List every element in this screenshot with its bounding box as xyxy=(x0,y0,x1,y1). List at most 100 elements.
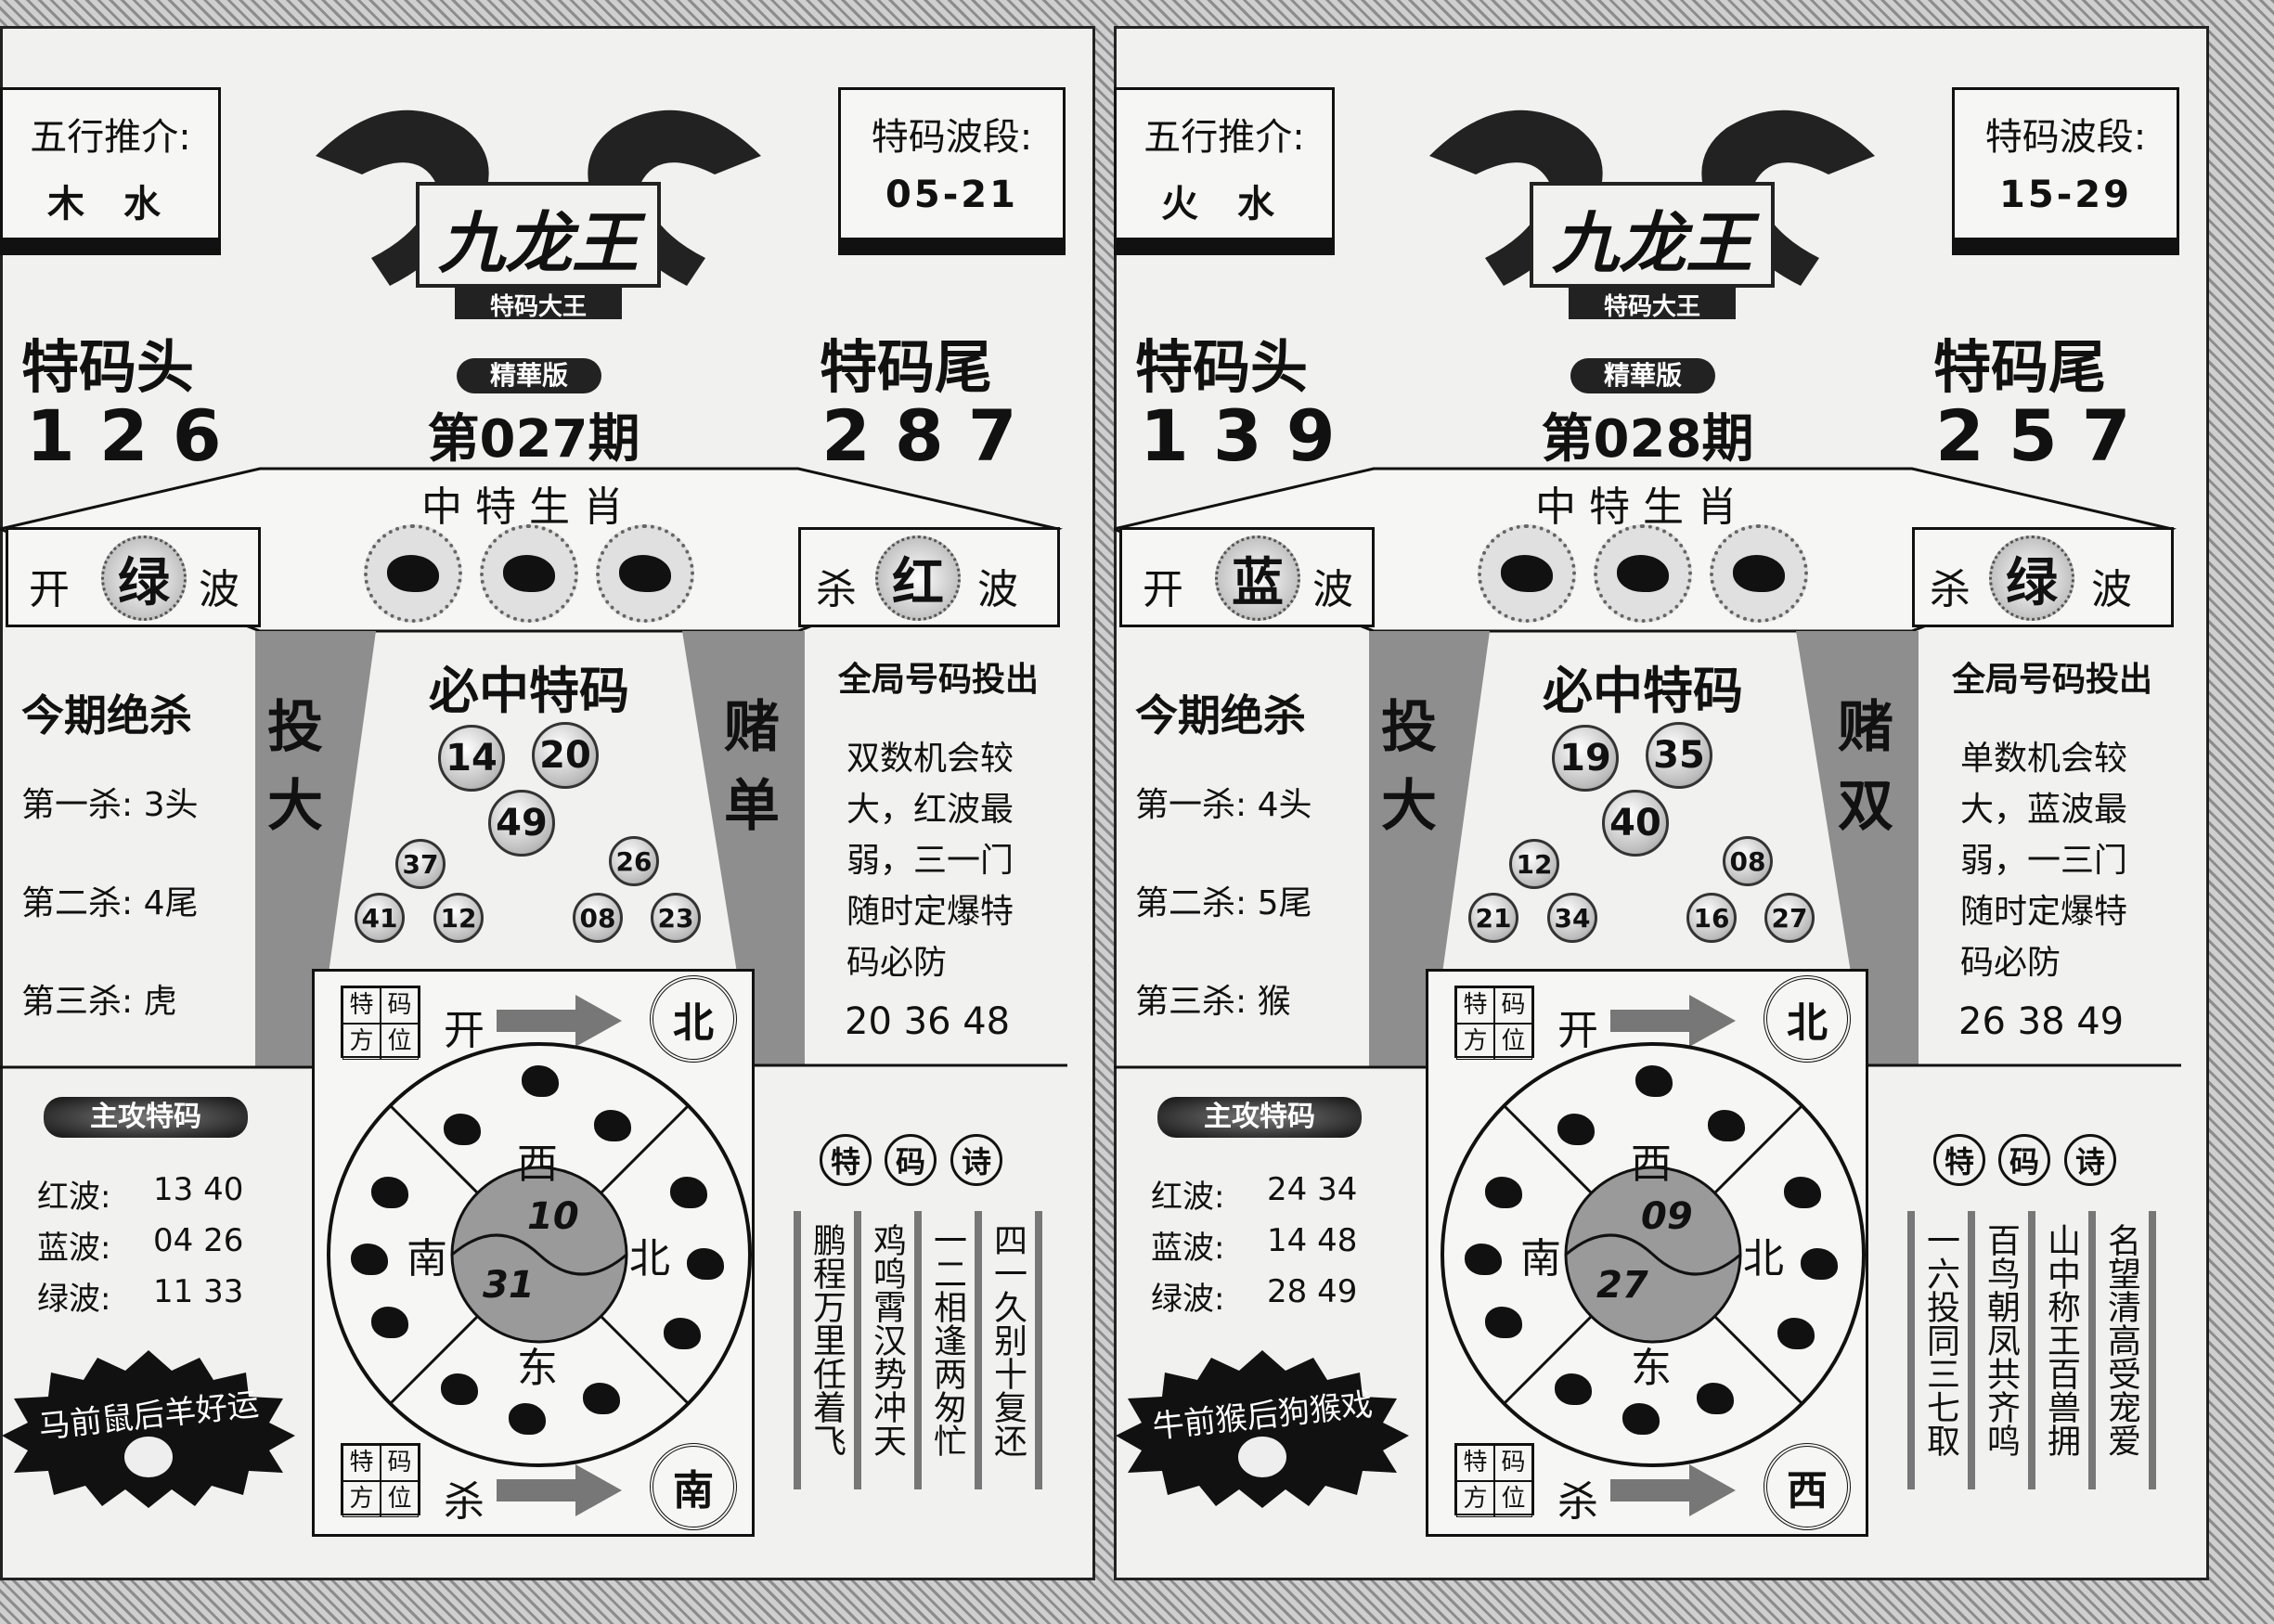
starburst-banner xyxy=(1116,1350,1409,1508)
compass-south: 南 xyxy=(1520,1235,1561,1282)
number-ball: 23 xyxy=(651,893,701,943)
kai-color: 绿 xyxy=(101,535,187,621)
number-ball: 40 xyxy=(1602,790,1669,857)
kai-label: 开 xyxy=(29,566,70,613)
wave-numbers: 28 49 xyxy=(1267,1273,1358,1310)
zodiac-icon xyxy=(1697,1383,1734,1414)
divider xyxy=(2088,1211,2096,1489)
divider xyxy=(1035,1211,1042,1489)
yin-yang-number: 31 xyxy=(483,1264,535,1307)
zodiac-title: 中特生肖 xyxy=(1535,483,1751,531)
wave-label: 蓝波: xyxy=(37,1230,111,1267)
tou-da-char: 投 xyxy=(267,695,323,760)
quanju-line: 双数机会较 xyxy=(846,740,1014,778)
nine-dragon-logo: 九龙王 特码大王 xyxy=(278,72,798,332)
kai-wave-box: 开 绿 波 xyxy=(6,527,261,627)
wuxing-box: 五行推介: 木 水 xyxy=(0,87,221,240)
zodiac-icon xyxy=(371,1307,408,1338)
arrow-right-icon xyxy=(497,1464,622,1516)
layout-shapes xyxy=(0,467,1067,1069)
quanju-line: 码必防 xyxy=(846,944,948,982)
arrow-right-icon xyxy=(497,995,622,1047)
wave-label: 蓝波: xyxy=(1151,1230,1225,1267)
quanju-line: 码必防 xyxy=(1960,944,2061,982)
kai-direction: 北 xyxy=(650,975,737,1063)
fangwei-char: 位 xyxy=(1494,1024,1532,1060)
zodiac-icon xyxy=(1784,1177,1821,1208)
du-char: 单 xyxy=(724,774,780,839)
divider xyxy=(794,1211,801,1489)
lottery-panel: 五行推介: 木 水 特码波段: 05-21 九龙王 特码大王 精華版 第027期… xyxy=(0,0,1105,1624)
quanju-title: 全局号码投出 xyxy=(838,661,1040,699)
number-ball: 34 xyxy=(1547,893,1597,943)
zodiac-title: 中特生肖 xyxy=(421,483,637,531)
divider xyxy=(854,1211,861,1489)
fangwei-grid: 特码方位 xyxy=(341,986,420,1060)
logo-subtitle: 特码大王 xyxy=(489,293,587,321)
zodiac-icon xyxy=(371,1177,408,1208)
zhugong-title: 主攻特码 xyxy=(1157,1097,1362,1138)
boduan-title: 特码波段: xyxy=(1984,116,2147,159)
zodiac-icon xyxy=(444,1114,481,1145)
dragon-icon xyxy=(316,110,761,319)
zodiac-icon xyxy=(1710,524,1808,623)
zodiac-icon xyxy=(583,1383,620,1414)
quanju-line: 大，蓝波最 xyxy=(1960,791,2128,829)
wave-label: 红波: xyxy=(37,1179,111,1216)
poem-line: 鹏程万里任着飞 xyxy=(808,1223,846,1457)
quanju-line: 随时定爆特 xyxy=(846,893,1014,931)
divider xyxy=(1907,1211,1915,1489)
wave-label: 红波: xyxy=(1151,1179,1225,1216)
fangwei-char: 方 xyxy=(342,1024,381,1060)
number-ball: 16 xyxy=(1686,893,1737,943)
number-ball: 26 xyxy=(609,836,659,886)
poem-line: 鸡鸣霄汉势冲天 xyxy=(868,1223,906,1457)
number-ball: 12 xyxy=(433,893,484,943)
logo-title: 九龙王 xyxy=(437,204,639,282)
du-char: 赌 xyxy=(1838,695,1893,760)
kill-item: 第二杀: 5尾 xyxy=(1135,884,1312,922)
zodiac-compass-wheel xyxy=(1441,1042,1866,1467)
fangwei-grid: 特码方位 xyxy=(1454,1443,1534,1517)
zodiac-icon xyxy=(1557,1114,1595,1145)
wuxing-title: 五行推介: xyxy=(30,116,191,159)
compass-west: 西 xyxy=(517,1141,558,1188)
wave-numbers: 14 48 xyxy=(1267,1222,1358,1259)
quanju-line: 单数机会较 xyxy=(1960,740,2128,778)
divider xyxy=(2028,1211,2035,1489)
quanju-line: 弱，一三门 xyxy=(1960,842,2128,880)
zodiac-icon xyxy=(509,1403,546,1435)
fangwei-char: 码 xyxy=(1494,987,1532,1024)
fangwei-char: 方 xyxy=(1456,1024,1494,1060)
wuxing-value: 火 水 xyxy=(1161,183,1287,226)
zodiac-icon xyxy=(1478,524,1576,623)
fangwei-char: 特 xyxy=(342,987,381,1024)
kill-item: 第三杀: 猴 xyxy=(1135,983,1291,1021)
logo-subtitle: 特码大王 xyxy=(1603,293,1700,321)
wave-label: 绿波: xyxy=(37,1281,111,1318)
fangwei-char: 方 xyxy=(342,1481,381,1517)
boduan-box: 特码波段: 15-29 xyxy=(1952,87,2179,240)
yin-yang-number: 09 xyxy=(1641,1195,1693,1238)
zodiac-icon xyxy=(1555,1373,1592,1405)
sha-wave-box: 杀 红 波 xyxy=(798,527,1060,627)
tou-da-char: 投 xyxy=(1381,695,1437,760)
zodiac-icon xyxy=(1485,1177,1522,1208)
zodiac-icon xyxy=(1594,524,1692,623)
zodiac-icon xyxy=(596,524,694,623)
poem-title-char: 诗 xyxy=(950,1134,1002,1186)
quanju-numbers: 26 38 49 xyxy=(1958,1000,2125,1043)
sha-wave-box: 杀 绿 波 xyxy=(1912,527,2174,627)
zodiac-icon xyxy=(1485,1307,1522,1338)
du-char: 赌 xyxy=(724,695,780,760)
number-ball: 08 xyxy=(573,893,623,943)
number-ball: 35 xyxy=(1646,722,1712,789)
fangwei-char: 特 xyxy=(342,1445,381,1481)
zodiac-icon xyxy=(1622,1403,1660,1435)
divider xyxy=(2149,1211,2156,1489)
number-ball: 41 xyxy=(355,893,405,943)
number-ball: 20 xyxy=(532,722,599,789)
quanju-numbers: 20 36 48 xyxy=(845,1000,1011,1043)
poem-line: 一二相逢两匆忙 xyxy=(928,1223,966,1457)
fangwei-char: 位 xyxy=(381,1481,419,1517)
